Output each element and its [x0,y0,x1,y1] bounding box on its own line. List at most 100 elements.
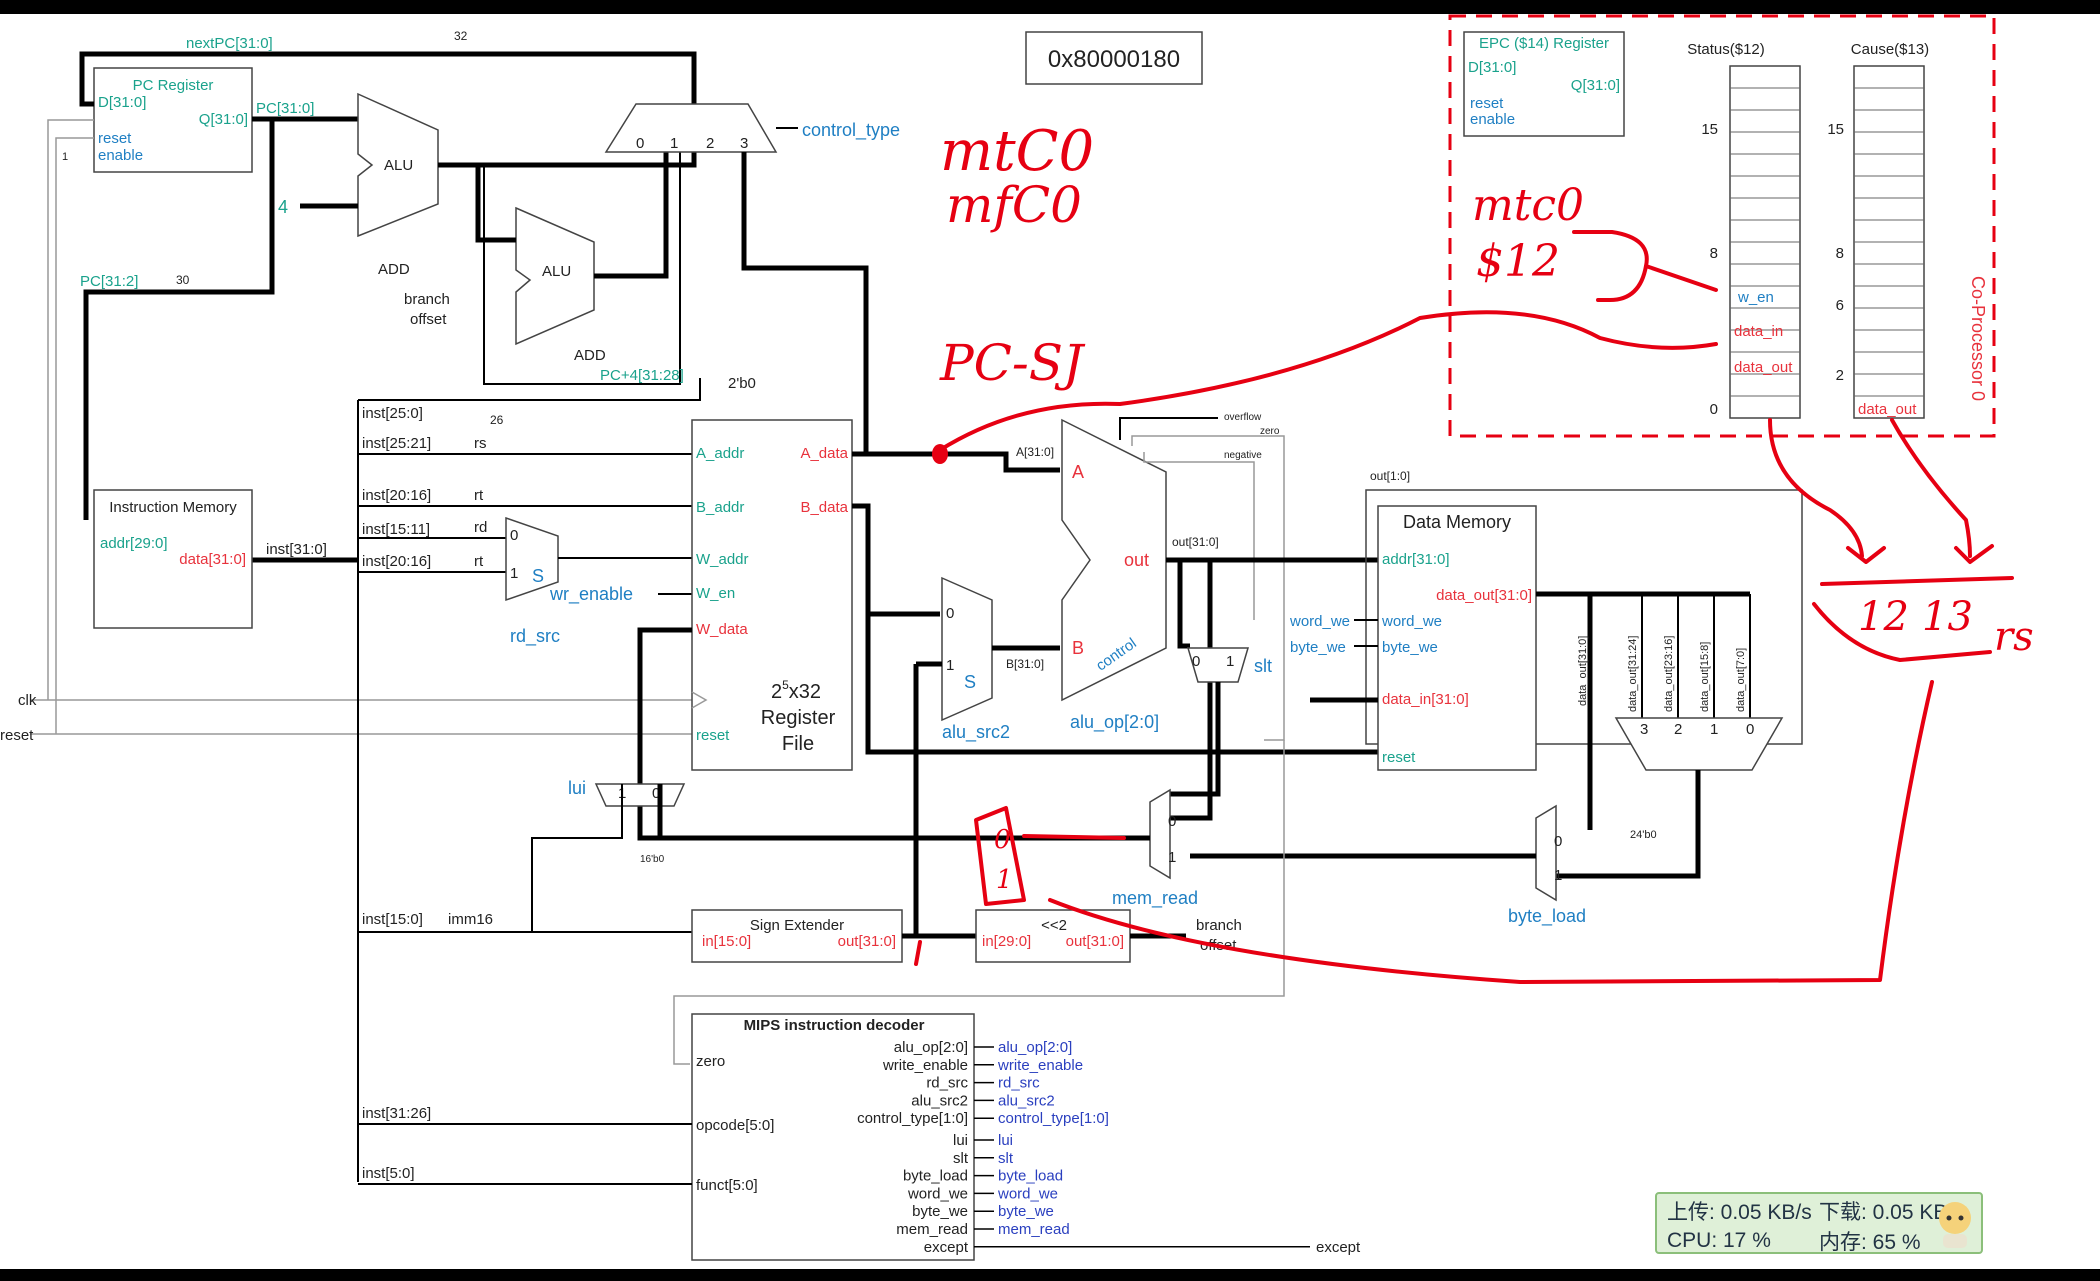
pc-q-label: Q[31:0] [199,111,248,128]
mux-input-2: 2 [706,135,714,152]
cause-tick: 15 [1827,121,1844,138]
decoder-wire-label: lui [998,1132,1013,1149]
zero-label: zero [1260,426,1280,437]
decoder-wire-label: byte_load [998,1168,1063,1185]
handwriting-cause-arrow [1890,418,1972,558]
dm-data-out: data_out[31:0] [1436,587,1532,604]
negative-wire [1143,452,1255,620]
a-data-wire [852,451,1060,473]
alu-label: ALU [384,157,413,174]
mux3-jump [741,152,869,454]
slice-label: data_out[31:0] [1577,636,1589,706]
download-speed: 下载: 0.05 KB/s [1819,1201,1964,1224]
handwriting-mux-0: 0 [994,825,1011,855]
slt-mux [1186,647,1250,683]
cause-tick: 2 [1836,367,1844,384]
handwriting-status-arrow [1768,418,1864,558]
decoder-wire-label: rd_src [998,1075,1040,1092]
mascot-icon [1939,1202,1971,1248]
main-alu [1061,418,1167,702]
status-rows [1730,87,1800,397]
decoder-wire-label: control_type[1:0] [998,1110,1109,1127]
mux-input-0: 0 [1192,653,1200,670]
imem-addr-label: addr[29:0] [100,535,168,552]
mux-s: S [532,566,544,586]
coprocessor-region [1448,14,1996,438]
slice-label: data_out[23:16] [1663,636,1675,712]
reset-to-pc [55,137,94,734]
mux-input-1: 1 [1226,653,1234,670]
epc-title: EPC ($14) Register [1479,35,1609,52]
byte-select-mux [1614,717,1784,771]
dm-word-we: word_we [1381,613,1442,630]
handwriting-mtc0: mtC0 [940,119,1094,184]
decoder-title: MIPS instruction decoder [744,1017,925,1034]
instruction-decoder [691,1013,975,1261]
coprocessor-label: Co-Processor 0 [1968,276,1988,401]
decoder-wire-label: slt [998,1150,1014,1167]
pc-31-2-wire [83,119,275,520]
b16-label: 16'b0 [640,854,665,865]
alu-out: out [1124,550,1149,570]
rf-reset: reset [696,727,730,744]
handwriting-tick [914,940,922,966]
clk-to-pc [47,119,94,700]
inst-25-0-label: inst[25:0] [362,405,423,422]
nextpc-wire [79,51,697,140]
dm-addr: addr[31:0] [1382,551,1450,568]
out-31-0-label: out[31:0] [1172,535,1219,549]
cause-rows [1854,87,1924,397]
zero-wire [1131,435,1285,741]
branch-in [475,165,516,243]
pc-d-label: D[31:0] [98,94,146,111]
rf-b-data: B_data [800,499,848,516]
handwriting-mux-wire [1022,834,1126,840]
decoder-output-label: alu_op[2:0] [894,1039,968,1056]
alu-op-label: alu_op[2:0] [1070,712,1159,733]
mux-input-0: 0 [652,785,660,802]
rt2-label: rt [474,553,484,570]
decoder-output-label: slt [953,1150,969,1167]
sign-extender-title: Sign Extender [750,917,844,934]
shifter-title: <<2 [1041,917,1067,934]
handwriting-mux-1: 1 [996,865,1013,895]
inst-31-0-label: inst[31:0] [266,541,327,558]
cause-data-out: data_out [1858,401,1917,418]
cause-tick: 6 [1836,297,1844,314]
network-monitor-widget[interactable]: 上传: 0.05 KB/s 下载: 0.05 KB/s CPU: 17 % 内存… [1655,1192,1983,1254]
decoder-output-label: except [924,1239,969,1256]
branch-alu [515,206,595,346]
handwriting-mux [974,806,1026,906]
decoder-wire-label: byte_we [998,1203,1054,1220]
rf-title3: File [782,733,814,755]
pc4-label: PC+4[31:28] [600,367,684,384]
mux-input-1: 1 [1710,721,1718,738]
handwriting-arrow-wen [1644,264,1718,292]
alu-label: ALU [542,263,571,280]
handwriting-arrowhead [1954,544,1994,564]
b0-label: 2'b0 [728,375,756,392]
status-tick: 15 [1701,121,1718,138]
decoder-output-label: word_we [907,1185,968,1202]
status-title: Status($12) [1687,41,1765,58]
rf-w-data: W_data [696,621,748,638]
mux-input-1: 1 [670,135,678,152]
mux-input-1: 1 [1168,849,1176,866]
cause-tick: 8 [1836,245,1844,262]
pc-register-title: PC Register [133,77,214,94]
alu-src2-label: alu_src2 [942,722,1010,743]
se-in: in[15:0] [702,933,751,950]
handwriting-12: $12 [1476,236,1560,287]
decoder-wire-label: word_we [997,1185,1058,1202]
register-file [691,419,853,771]
add-label: ADD [574,347,606,364]
inst-20-16b-label: inst[20:16] [362,553,431,570]
nextpc-label: nextPC[31:0] [186,35,273,52]
decoder-output-label: mem_read [896,1221,968,1238]
imem-data-label: data[31:0] [179,551,246,568]
mux-input-0: 0 [636,135,644,152]
epc-register [1463,31,1625,137]
handwriting-rs: rs [1994,614,2034,660]
